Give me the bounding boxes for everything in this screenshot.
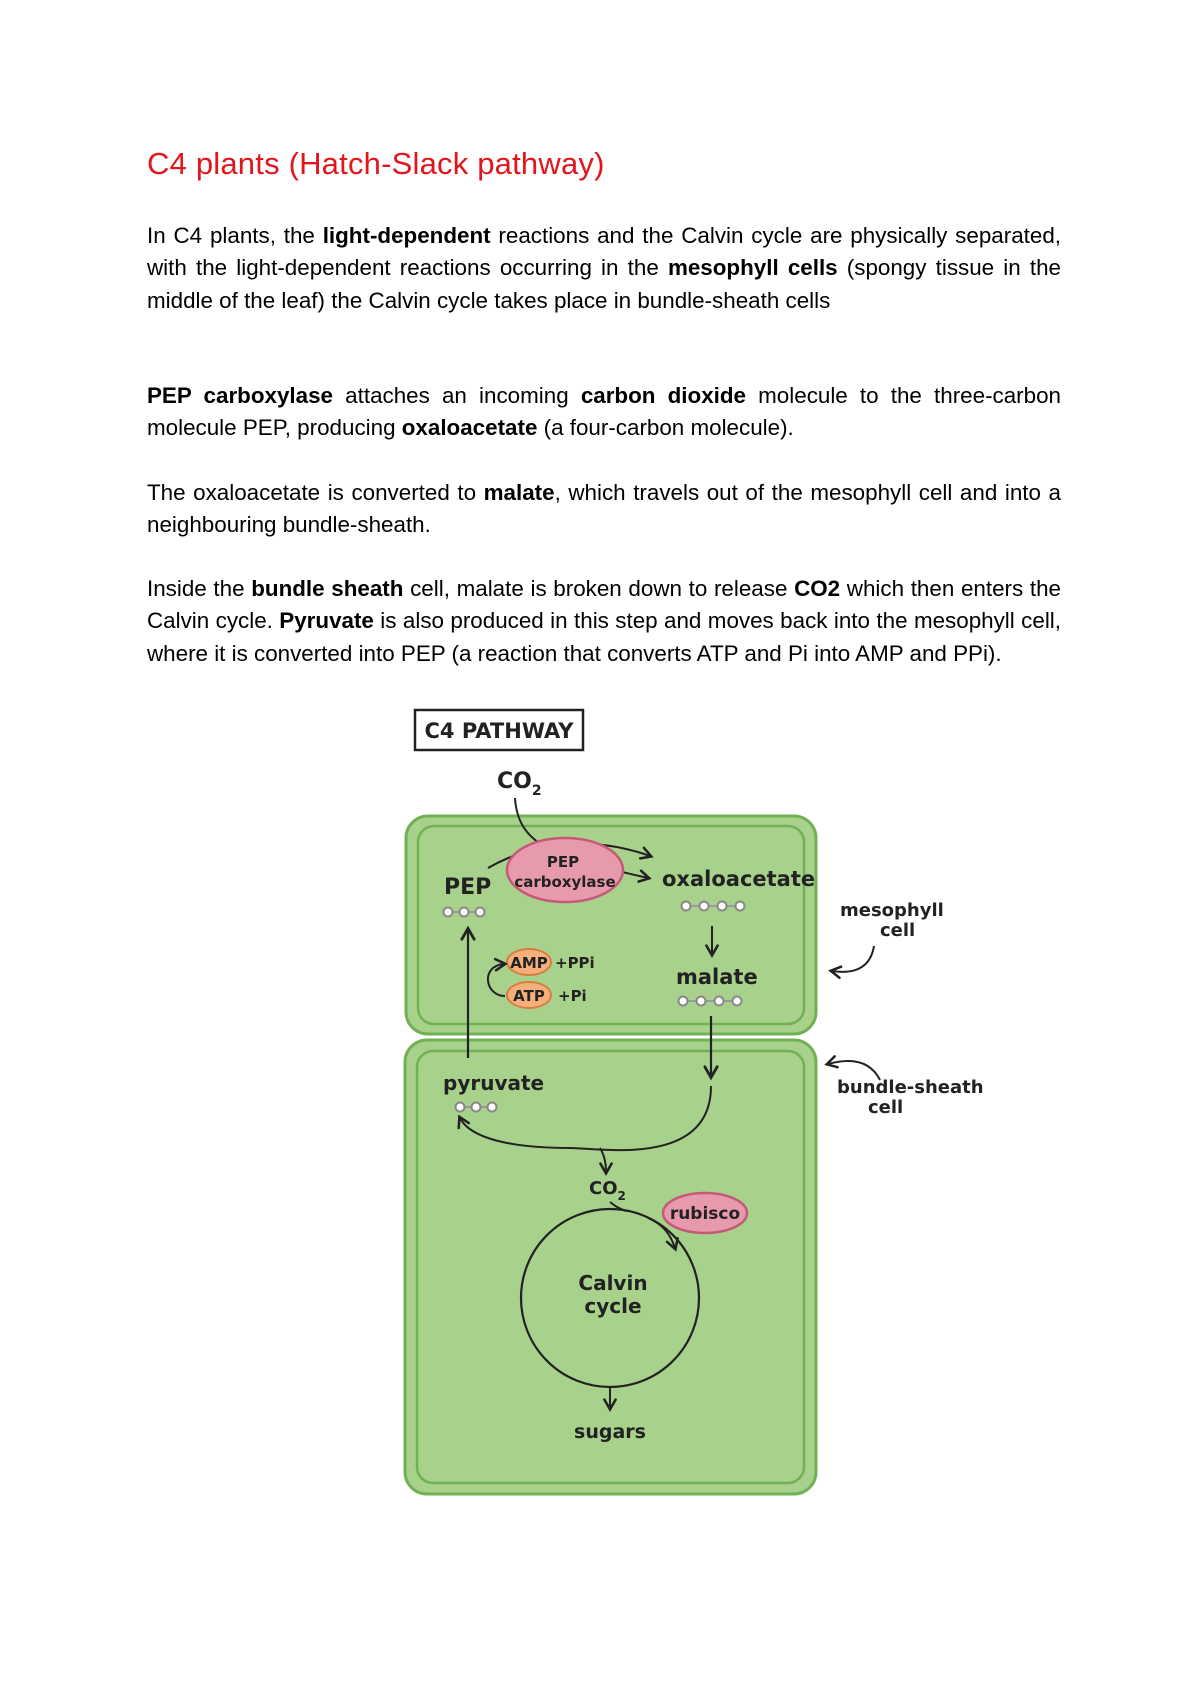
- page-title: C4 plants (Hatch-Slack pathway): [147, 146, 605, 181]
- term-bundle-sheath: bundle sheath: [251, 576, 404, 601]
- bundle-sheath-label-line1: bundle-sheath: [837, 1077, 984, 1098]
- bundle-sheath-callout: bundle-sheath cell: [824, 1055, 984, 1118]
- text-run: attaches an incoming: [333, 383, 581, 408]
- text-run: molecule to the three-carbon molecule PE…: [147, 383, 1061, 441]
- text-run: Inside the: [147, 576, 252, 601]
- term-co2: CO2: [794, 576, 841, 601]
- to-pyruvate-arrow: [457, 1114, 571, 1149]
- term-light-dependent: light-dependent: [322, 223, 491, 248]
- cycle-direction-arrow: [647, 1217, 679, 1252]
- amp-ppi-group: AMP +PPi: [506, 948, 595, 976]
- paragraph-intro: In C4 plants, the light-dependent reacti…: [147, 220, 1061, 317]
- text-run: (a four-carbon molecule).: [537, 415, 794, 441]
- amp-label: AMP: [510, 954, 548, 972]
- bundle-sheath-cell-membrane: [415, 1049, 806, 1485]
- paragraph-malate: The oxaloacetate is converted to malate,…: [147, 477, 1061, 542]
- text-run: which then enters the Calvin cycle.: [147, 576, 1061, 634]
- oxaloacetate-label: oxaloacetate: [662, 867, 815, 891]
- text-run: cell, malate is broken down to release: [403, 576, 795, 601]
- term-malate: malate: [483, 480, 555, 505]
- atp-label: ATP: [513, 987, 545, 1005]
- text-run: is also produced in this step and moves …: [147, 608, 1061, 666]
- mesophyll-label-line1: mesophyll: [840, 900, 944, 921]
- c4-pathway-diagram: C4 PATHWAY CO2 PEP PEP carboxylase o: [403, 708, 984, 1496]
- calvin-label-line1: Calvin: [578, 1271, 647, 1295]
- term-pyruvate: Pyruvate: [279, 608, 374, 634]
- mesophyll-cell-membrane: [416, 824, 806, 1026]
- pep-label: PEP: [444, 875, 491, 900]
- diagram-header: C4 PATHWAY: [413, 708, 585, 752]
- term-carbon-dioxide: carbon dioxide: [580, 383, 746, 408]
- pep-carbon-chain: [442, 906, 486, 918]
- paragraph-pep-carboxylase: PEP carboxylase attaches an incoming car…: [147, 380, 1061, 445]
- oxaloacetate-carbon-chain: [680, 900, 746, 912]
- to-co2-arrow: [599, 1147, 613, 1176]
- rubisco-enzyme: rubisco: [661, 1191, 749, 1235]
- text-run: In C4 plants, the: [147, 223, 323, 248]
- pyruvate-label: pyruvate: [443, 1071, 544, 1095]
- text-run: reactions and the Calvin cycle are physi…: [147, 223, 1061, 281]
- paragraph-bundle-sheath: Inside the bundle sheath cell, malate is…: [147, 573, 1061, 670]
- co2-top-label: CO2: [497, 769, 542, 799]
- malate-label: malate: [676, 965, 758, 989]
- mesophyll-label-line2: cell: [880, 920, 915, 941]
- co2-bottom-label: CO2: [589, 1178, 626, 1203]
- bundle-sheath-cell: [403, 1038, 818, 1496]
- enzyme-blob: [505, 836, 625, 904]
- pep-carboxylase-enzyme: PEP carboxylase: [505, 836, 625, 904]
- bundle-sheath-pointer-arrow: [824, 1055, 881, 1081]
- ppi-label: +PPi: [555, 954, 595, 972]
- malate-carbon-chain: [677, 995, 743, 1007]
- bundle-sheath-cell-wall: [403, 1038, 818, 1496]
- enzyme-name-line1: PEP: [547, 853, 579, 871]
- text-run: , which travels out of the mesophyll cel…: [147, 480, 1061, 538]
- enzyme-name-line2: carboxylase: [514, 873, 615, 891]
- atp-blob: [506, 981, 552, 1009]
- pi-label: +Pi: [558, 987, 587, 1005]
- calvin-label-line2: cycle: [584, 1294, 641, 1318]
- mesophyll-pointer-arrow: [828, 945, 875, 980]
- bundle-sheath-label-line2: cell: [868, 1097, 903, 1118]
- sugars-label: sugars: [574, 1421, 646, 1443]
- malate-breakdown-curve: [569, 1085, 712, 1152]
- header-box: [413, 708, 585, 752]
- mesophyll-callout: mesophyll cell: [828, 900, 944, 980]
- atp-pi-group: ATP +Pi: [506, 981, 587, 1009]
- rubisco-blob: [661, 1191, 749, 1235]
- term-mesophyll-cells: mesophyll cells: [667, 255, 838, 281]
- header-label: C4 PATHWAY: [425, 719, 575, 743]
- pyruvate-carbon-chain: [454, 1101, 498, 1113]
- text-run: The oxaloacetate is converted to: [147, 480, 484, 505]
- text-run: (spongy tissue in the middle of the leaf…: [147, 255, 1061, 313]
- term-pep-carboxylase: PEP carboxylase: [147, 383, 334, 408]
- calvin-cycle: Calvin cycle: [519, 1201, 701, 1412]
- rubisco-label: rubisco: [670, 1204, 740, 1224]
- atp-to-amp-arrow: [486, 957, 508, 997]
- co2-into-cycle-line: [609, 1201, 627, 1212]
- term-oxaloacetate: oxaloacetate: [401, 415, 538, 441]
